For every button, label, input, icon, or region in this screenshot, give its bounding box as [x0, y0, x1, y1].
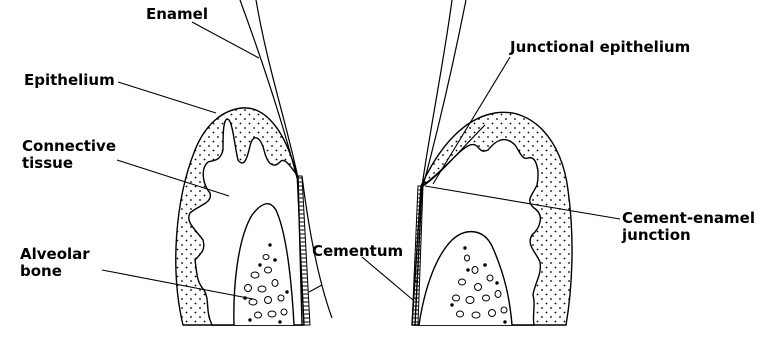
leader-epithelium: [118, 82, 216, 113]
label-epithelium: Epithelium: [24, 72, 115, 89]
label-alveolar-bone-line2: bone: [20, 263, 90, 280]
leader-enamel: [192, 22, 259, 58]
label-enamel: Enamel: [146, 6, 208, 23]
label-cement-enamel-junction-line2: junction: [622, 227, 755, 244]
label-alveolar-bone-line1: Alveolar: [20, 246, 90, 263]
left-gingiva: [176, 108, 304, 325]
label-alveolar-bone: Alveolar bone: [20, 246, 90, 280]
label-junctional-epithelium: Junctional epithelium: [510, 39, 690, 56]
label-connective-tissue-line1: Connective: [22, 138, 116, 155]
leader-cementum-left: [309, 285, 322, 292]
label-cementum: Cementum: [312, 243, 403, 260]
label-connective-tissue: Connective tissue: [22, 138, 116, 172]
label-cement-enamel-junction-line1: Cement-enamel: [622, 210, 755, 227]
leader-cementum-right: [362, 257, 413, 300]
right-gingiva: [412, 112, 572, 325]
label-connective-tissue-line2: tissue: [22, 155, 116, 172]
label-cement-enamel-junction: Cement-enamel junction: [622, 210, 755, 244]
